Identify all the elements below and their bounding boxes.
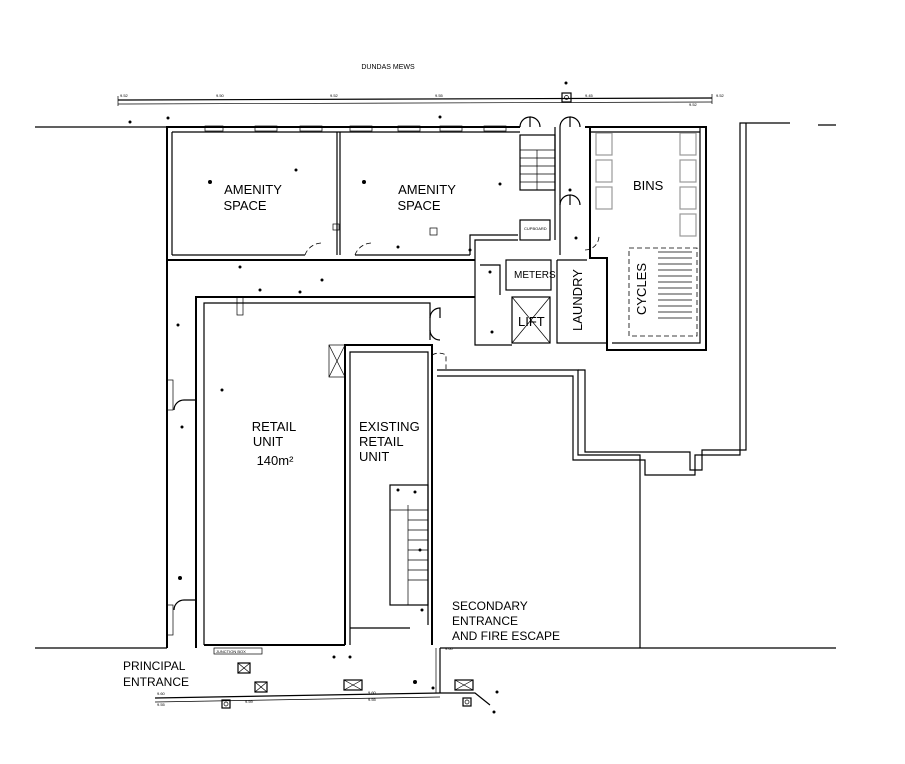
amenity-space-2-label: AMENITY SPACE [397, 182, 456, 213]
svg-text:9.59: 9.59 [245, 699, 254, 704]
svg-text:SECONDARY: SECONDARY [452, 599, 528, 613]
meters-label: METERS [514, 270, 556, 281]
existing-retail-label: EXISTING RETAIL UNIT [359, 419, 420, 464]
svg-text:9.60: 9.60 [368, 690, 377, 695]
svg-text:UNIT: UNIT [253, 434, 283, 449]
svg-text:9.60: 9.60 [445, 646, 454, 651]
svg-text:AMENITY: AMENITY [398, 182, 456, 197]
manhole-icon [561, 92, 572, 103]
svg-text:9.50: 9.50 [216, 93, 225, 98]
svg-text:140m²: 140m² [257, 453, 295, 468]
bottom-street-line [154, 648, 491, 706]
top-windows [204, 125, 507, 132]
service-rooms: LAUNDRY METERS LIFT [474, 259, 607, 346]
svg-text:ENTRANCE: ENTRANCE [123, 675, 189, 689]
svg-text:UNIT: UNIT [359, 449, 389, 464]
svg-text:9.60: 9.60 [157, 691, 166, 696]
svg-text:9.52: 9.52 [120, 93, 129, 98]
bottom-level-labels: 9.60 9.55 9.59 9.55 9.60 9.60 [157, 646, 454, 707]
cycle-racks-icon [658, 251, 692, 319]
level-markers [128, 81, 578, 714]
svg-text:9.52: 9.52 [689, 102, 698, 107]
svg-text:ENTRANCE: ENTRANCE [452, 614, 518, 628]
laundry-label: LAUNDRY [570, 269, 585, 331]
svg-text:9.52: 9.52 [716, 93, 725, 98]
svg-text:9.55: 9.55 [157, 702, 166, 707]
svg-text:RETAIL: RETAIL [359, 434, 404, 449]
top-street-line [117, 94, 713, 106]
svg-text:AMENITY: AMENITY [224, 182, 282, 197]
retail-unit-label: RETAIL UNIT 140m² [252, 419, 297, 468]
lift-label: LIFT [518, 314, 545, 329]
svg-text:SPACE: SPACE [223, 198, 266, 213]
svg-text:9.55: 9.55 [435, 93, 444, 98]
svg-text:JUNCTION BOX: JUNCTION BOX [216, 649, 246, 654]
street-furniture: JUNCTION BOX [213, 647, 474, 709]
svg-text:EXISTING: EXISTING [359, 419, 420, 434]
stair-core: CUPBOARD [519, 116, 600, 255]
svg-text:SPACE: SPACE [397, 198, 440, 213]
cycles-label: CYCLES [634, 263, 649, 315]
svg-text:PRINCIPAL: PRINCIPAL [123, 659, 186, 673]
site-boundary [35, 124, 836, 649]
svg-text:RETAIL: RETAIL [252, 419, 297, 434]
bins-label: BINS [633, 178, 664, 193]
secondary-entrance-label: SECONDARY ENTRANCE AND FIRE ESCAPE [452, 599, 560, 643]
svg-text:9.52: 9.52 [330, 93, 339, 98]
rear-boundary [437, 122, 790, 648]
amenity-block-walls [166, 125, 520, 648]
bins-icon [595, 132, 697, 237]
existing-retail-walls [328, 344, 447, 645]
retail-unit-walls [166, 296, 475, 648]
cupboard-label: CUPBOARD [524, 226, 547, 231]
bin-cycle-store: BINS CYCLES [585, 126, 707, 351]
amenity-space-1-label: AMENITY SPACE [223, 182, 282, 213]
svg-text:AND FIRE ESCAPE: AND FIRE ESCAPE [452, 629, 560, 643]
street-label: DUNDAS MEWS [361, 64, 415, 71]
svg-text:9.45: 9.45 [585, 93, 594, 98]
svg-text:9.55: 9.55 [368, 697, 377, 702]
top-level-labels: 9.52 9.50 9.52 9.55 9.45 9.52 9.52 [120, 93, 725, 107]
principal-entrance-label: PRINCIPAL ENTRANCE [123, 659, 189, 689]
